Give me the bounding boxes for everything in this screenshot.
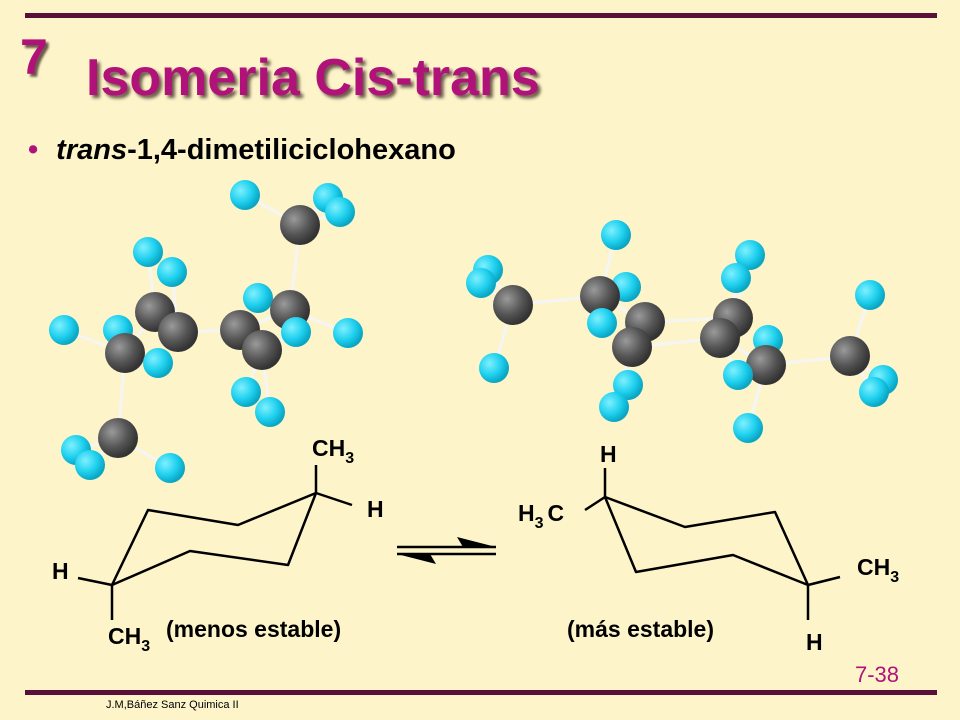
slide-title: Isomeria Cis-trans bbox=[86, 49, 540, 107]
carbon-atom bbox=[580, 276, 620, 316]
left-ch3-bottom: CH3 bbox=[108, 623, 150, 655]
top-rule bbox=[25, 13, 937, 18]
hydrogen-atom bbox=[733, 413, 763, 443]
equilibrium-arrows-icon bbox=[397, 537, 496, 564]
bullet-prefix: trans bbox=[56, 134, 128, 166]
carbon-atom bbox=[280, 205, 320, 245]
hydrogen-atom bbox=[333, 318, 363, 348]
hydrogen-atom bbox=[230, 180, 260, 210]
hydrogen-atom bbox=[735, 240, 765, 270]
left-h-top: H bbox=[367, 496, 384, 522]
hydrogen-atom bbox=[587, 308, 617, 338]
bottom-rule bbox=[25, 690, 937, 695]
carbon-atom bbox=[158, 312, 198, 352]
left-ch3-top: CH3 bbox=[312, 435, 354, 467]
bullet-text: -1,4-dimetiliciclohexano bbox=[127, 134, 456, 166]
right-chair-structure bbox=[584, 468, 841, 620]
carbon-atom bbox=[612, 327, 652, 367]
hydrogen-atom bbox=[859, 377, 889, 407]
carbon-atom bbox=[493, 285, 533, 325]
hydrogen-atom bbox=[466, 268, 496, 298]
hydrogen-atom bbox=[49, 315, 79, 345]
hydrogen-atom bbox=[75, 450, 105, 480]
hydrogen-atom bbox=[613, 370, 643, 400]
left-chair-structure bbox=[77, 465, 353, 620]
hydrogen-atom bbox=[157, 257, 187, 287]
right-ch3: CH3 bbox=[857, 554, 899, 586]
hydrogen-atom bbox=[599, 392, 629, 422]
hydrogen-atom bbox=[479, 353, 509, 383]
right-h-bottom: H bbox=[806, 629, 823, 655]
hydrogen-atom bbox=[255, 397, 285, 427]
carbon-atom bbox=[105, 333, 145, 373]
hydrogen-atom bbox=[231, 377, 261, 407]
slide-number: 7-38 bbox=[855, 662, 900, 687]
left-h-left: H bbox=[52, 558, 69, 584]
hydrogen-atom bbox=[243, 283, 273, 313]
right-model-atoms bbox=[466, 220, 898, 443]
right-ball-stick-model bbox=[479, 233, 885, 430]
hydrogen-atom bbox=[721, 263, 751, 293]
carbon-atom bbox=[830, 336, 870, 376]
bullet-item: • trans-1,4-dimetiliciclohexano bbox=[28, 134, 456, 167]
hydrogen-atom bbox=[155, 453, 185, 483]
bullet-icon: • bbox=[28, 134, 39, 166]
hydrogen-atom bbox=[133, 237, 163, 267]
right-h-top: H bbox=[600, 441, 617, 467]
chapter-number: 7 bbox=[20, 29, 48, 85]
hydrogen-atom bbox=[855, 280, 885, 310]
hydrogen-atom bbox=[281, 317, 311, 347]
carbon-atom bbox=[746, 345, 786, 385]
hydrogen-atom bbox=[325, 197, 355, 227]
hydrogen-atom bbox=[143, 348, 173, 378]
carbon-atom bbox=[700, 318, 740, 358]
carbon-atom bbox=[242, 330, 282, 370]
left-model-atoms bbox=[49, 180, 363, 483]
hydrogen-atom bbox=[601, 220, 631, 250]
right-caption: (más estable) bbox=[567, 616, 714, 642]
footer-text: J.M,Báñez Sanz Quimica II bbox=[106, 699, 239, 711]
left-caption: (menos estable) bbox=[166, 616, 341, 642]
carbon-atom bbox=[98, 418, 138, 458]
hydrogen-atom bbox=[723, 360, 753, 390]
